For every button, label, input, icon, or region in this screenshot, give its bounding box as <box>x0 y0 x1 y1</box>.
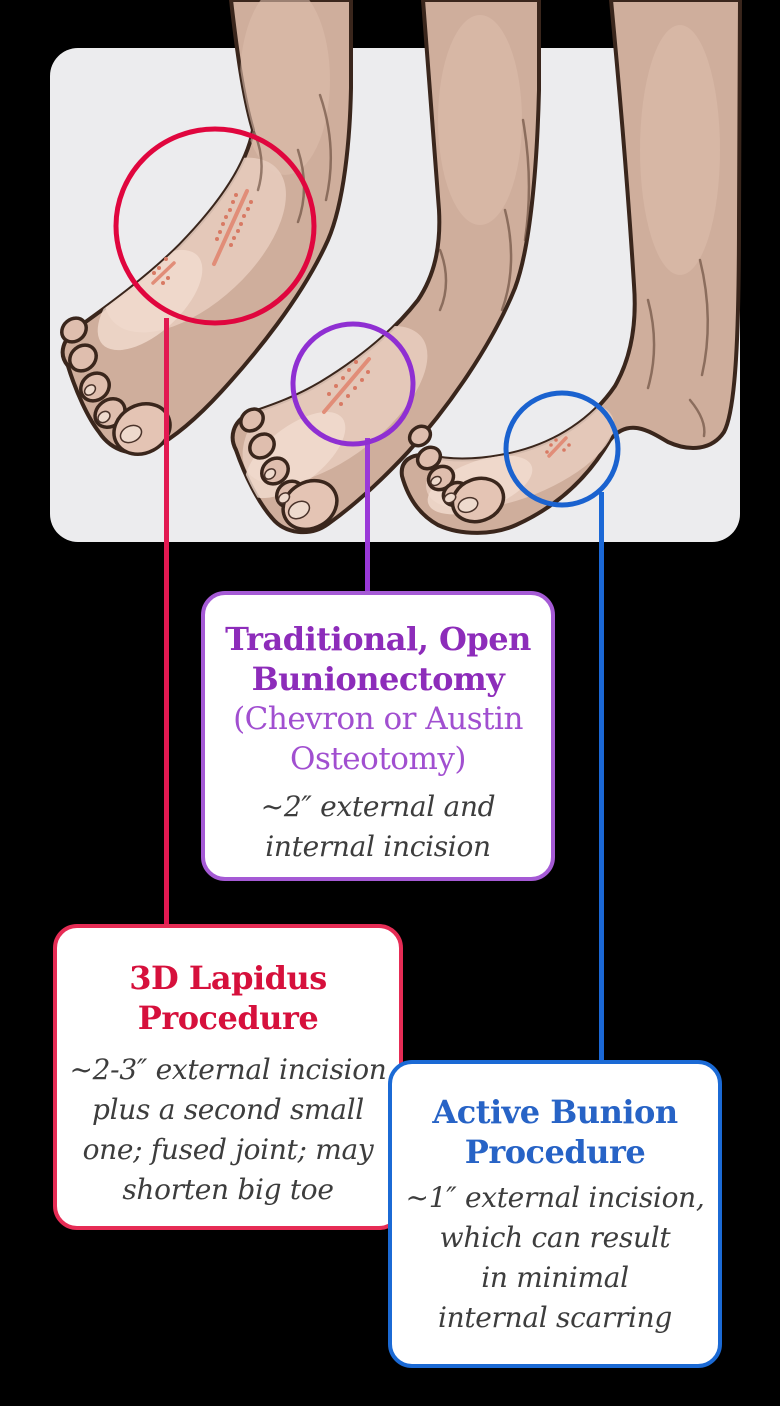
traditional-bunionectomy-callout: Traditional, Open Bunionectomy (Chevron … <box>201 591 555 881</box>
callout-body: ~2″ external and internal incision <box>205 787 551 867</box>
active-bunion-procedure-callout: Active Bunion Procedure ~1″ external inc… <box>388 1060 722 1368</box>
lapidus-incision-circle <box>113 126 317 326</box>
traditional-incision-marks <box>322 357 371 414</box>
callout-body-line: in minimal <box>481 1261 629 1294</box>
callout-subtitle: (Chevron or Austin Osteotomy) <box>205 699 551 779</box>
callout-body-line: internal scarring <box>437 1301 673 1334</box>
callout-body-line: internal incision <box>265 830 491 863</box>
callout-body: ~1″ external incision, which can result … <box>392 1178 718 1338</box>
callout-title: 3D Lapidus Procedure <box>57 958 399 1038</box>
callout-body-line: which can result <box>439 1221 671 1254</box>
callout-body: ~2-3″ external incision plus a second sm… <box>57 1050 399 1210</box>
active-incision-circle <box>503 390 621 508</box>
illustration-background-card <box>50 48 740 542</box>
traditional-incision-circle <box>290 321 416 447</box>
active-incision-marks <box>545 436 571 458</box>
lapidus-procedure-callout: 3D Lapidus Procedure ~2-3″ external inci… <box>53 924 403 1230</box>
callout-title: Active Bunion Procedure <box>392 1092 718 1172</box>
highlight-circles <box>113 126 621 508</box>
lapidus-incision-marks <box>151 189 253 285</box>
callout-title-line: Traditional, Open <box>225 620 531 658</box>
callout-body-line: ~2″ external and <box>260 790 496 823</box>
callout-title-line: Procedure <box>137 999 319 1037</box>
callout-title: Traditional, Open Bunionectomy <box>205 619 551 699</box>
callout-subtitle-line: (Chevron or Austin <box>233 701 523 737</box>
callout-body-line: shorten big toe <box>122 1173 334 1206</box>
callout-title-line: 3D Lapidus <box>129 959 327 997</box>
connector-lines <box>164 318 604 1066</box>
callout-body-line: ~1″ external incision, <box>405 1181 705 1214</box>
callout-subtitle-line: Osteotomy) <box>290 741 466 777</box>
callout-body-line: ~2-3″ external incision <box>69 1053 387 1086</box>
callout-body-line: plus a second small <box>92 1093 364 1126</box>
callout-title-line: Active Bunion <box>432 1093 678 1131</box>
right-foot-illustration <box>399 0 742 535</box>
callout-title-line: Bunionectomy <box>251 660 505 698</box>
callout-body-line: one; fused joint; may <box>82 1133 374 1166</box>
callout-title-line: Procedure <box>464 1133 646 1171</box>
middle-foot-illustration <box>230 0 541 535</box>
